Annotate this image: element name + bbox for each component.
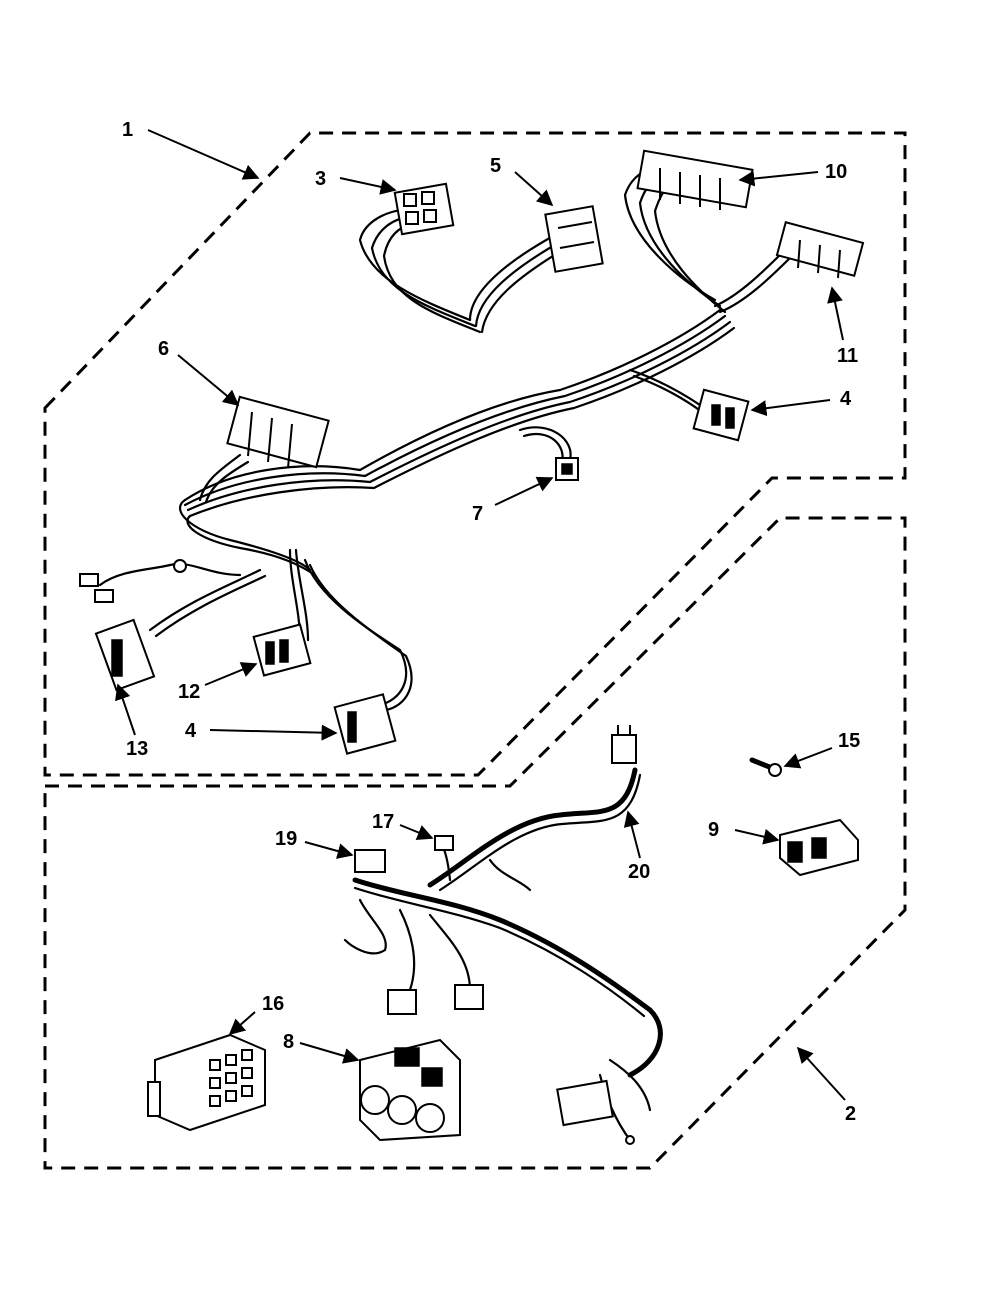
connector-7 bbox=[555, 457, 579, 481]
screw-15 bbox=[749, 757, 782, 777]
callout-1: 1 bbox=[122, 119, 133, 141]
callout-16: 16 bbox=[262, 993, 284, 1015]
callout-13: 13 bbox=[126, 738, 148, 760]
connector-12 bbox=[252, 623, 312, 677]
clip-17 bbox=[434, 835, 454, 851]
callout-17: 17 bbox=[372, 811, 394, 833]
callout-4-lower: 4 bbox=[185, 720, 197, 742]
leader-lines bbox=[115, 129, 846, 1101]
connector-4-lower bbox=[333, 693, 397, 755]
callout-7: 7 bbox=[472, 503, 483, 525]
connector-11 bbox=[775, 221, 865, 279]
callout-2: 2 bbox=[845, 1103, 856, 1125]
connector-13 bbox=[94, 618, 156, 692]
callout-19: 19 bbox=[275, 828, 297, 850]
connector-3 bbox=[393, 182, 455, 236]
callout-4-upper: 4 bbox=[840, 388, 852, 410]
grommet-19 bbox=[354, 849, 386, 873]
lower-harness-wires bbox=[343, 767, 663, 1142]
connector-6 bbox=[226, 395, 330, 469]
connector-16 bbox=[147, 1033, 266, 1132]
callout-20: 20 bbox=[628, 861, 650, 883]
connector-4-upper bbox=[692, 388, 750, 442]
callout-9: 9 bbox=[708, 819, 719, 841]
callout-11: 11 bbox=[837, 345, 858, 367]
callout-5: 5 bbox=[490, 155, 501, 177]
callout-10: 10 bbox=[825, 161, 847, 183]
callout-12: 12 bbox=[178, 681, 200, 703]
callout-3: 3 bbox=[315, 168, 326, 190]
connector-lower-right bbox=[556, 1079, 635, 1145]
callout-labels: 1 3 5 10 11 4 6 7 12 13 4 15 9 17 19 20 … bbox=[122, 119, 860, 1125]
connector-5 bbox=[544, 205, 604, 273]
bracket-9 bbox=[779, 818, 859, 877]
callout-8: 8 bbox=[283, 1031, 294, 1053]
terminal-block-8 bbox=[359, 1038, 461, 1142]
power-plug-20 bbox=[611, 725, 637, 764]
connector-10 bbox=[636, 149, 754, 210]
upper-harness-boundary bbox=[43, 131, 907, 777]
terminal-pair bbox=[79, 559, 187, 603]
upper-harness-wires bbox=[98, 168, 797, 712]
connector-lower-left-plugs bbox=[387, 984, 484, 1015]
callout-6: 6 bbox=[158, 338, 169, 360]
callout-15: 15 bbox=[838, 730, 860, 752]
